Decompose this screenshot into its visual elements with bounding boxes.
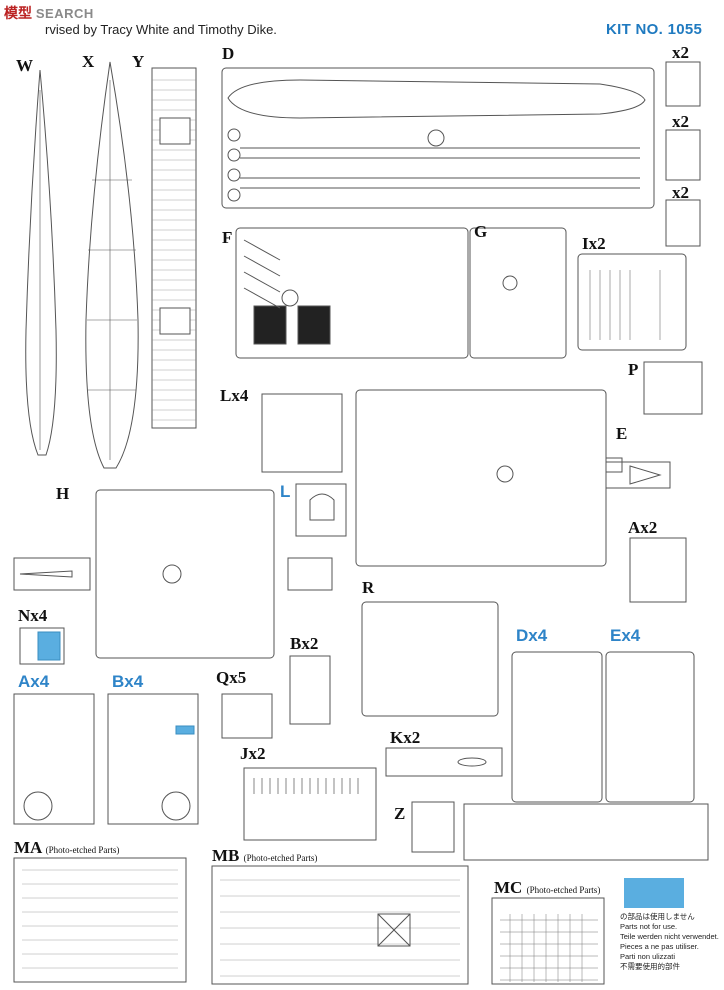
sprue-z [411,801,455,853]
label-g: G [474,222,488,241]
not-used-legend: の部品は使用しません Parts not for use. Teile werd… [620,912,719,972]
hull-x [85,61,139,469]
sprue-qx5 [221,693,273,739]
pe-mc [491,897,605,985]
pe-mb [211,865,469,985]
label-ma-sub: (Photo-etched Parts) [45,845,120,855]
sprue-i [577,253,687,351]
kit-number: KIT NO. 1055 [606,21,703,38]
label-i: Ix2 [582,234,606,253]
label-d-x2-c: x2 [672,183,689,202]
sprue-x2-b [665,129,701,181]
label-z: Z [394,804,406,823]
label-f: F [222,228,233,247]
label-ma-code: MA [14,838,42,857]
sprue-bx2 [289,655,331,725]
logo-main: 模型 [4,5,32,21]
label-r: R [362,578,375,597]
sprue-ax2 [629,537,687,603]
label-dx4: Dx4 [516,626,548,645]
label-d-x2-b: x2 [672,112,689,131]
label-p: P [628,360,639,379]
sprue-p [643,361,703,415]
label-jx2: Jx2 [240,744,266,763]
label-bx4: Bx4 [112,672,144,691]
sprue-g [469,227,567,359]
label-mc-sub: (Photo-etched Parts) [526,885,601,895]
not-used-swatch [624,878,684,908]
not-used-ja: の部品は使用しません [620,912,695,921]
sprue-h [95,489,275,659]
sprue-r [361,601,499,717]
label-ax2: Ax2 [628,518,658,537]
label-ma: MA (Photo-etched Parts) [14,838,119,858]
sprue-d [221,67,655,209]
pe-ma [13,857,187,983]
sprue-nx4 [19,627,65,665]
logo-sub: SEARCH [35,6,94,21]
label-kx2: Kx2 [390,728,421,747]
deck-y [151,67,197,429]
label-ax4: Ax4 [18,672,50,691]
sprue-ax4 [13,693,95,825]
label-mb-code: MB [212,846,240,865]
supervised-credit: rvised by Tracy White and Timothy Dike. [45,22,277,37]
sprue-f [235,227,469,359]
label-ex4: Ex4 [610,626,641,645]
sprue-l [295,483,347,537]
not-used-de: Teile werden nicht verwendet. [620,932,719,941]
label-e: E [616,424,628,443]
label-mb-sub: (Photo-etched Parts) [243,853,318,863]
label-mc-code: MC [494,878,523,897]
sprue-dx4 [511,651,603,803]
label-mc: MC (Photo-etched Parts) [494,878,600,898]
sprue-jx2 [243,767,377,841]
sprue-ex4 [605,651,695,803]
sprue-kx2 [385,747,503,777]
label-mb: MB (Photo-etched Parts) [212,846,317,866]
label-y: Y [132,52,145,71]
sprue-x2-c [665,199,701,247]
sprue-bx4 [107,693,199,825]
label-l: L [280,482,291,501]
not-used-en: Parts not for use. [620,922,678,931]
hull-w [25,69,57,456]
label-nx4: Nx4 [18,606,48,625]
label-bx2: Bx2 [290,634,319,653]
site-logo: 模型 SEARCH [4,3,94,23]
label-lx4: Lx4 [220,386,249,405]
not-used-fr: Pieces a ne pas utiliser. [620,942,699,951]
label-x: X [82,52,95,71]
label-d-x2-a: x2 [672,43,689,62]
sprue-e [355,389,607,567]
not-used-it: Parti non ulizzati [620,952,676,961]
label-w: W [16,56,33,75]
sprue-lx4 [261,393,343,473]
label-d: D [222,44,235,63]
label-qx5: Qx5 [216,668,247,687]
not-used-cn: 不需要使用的部件 [620,962,680,971]
sprue-x2-a [665,61,701,107]
label-h: H [56,484,70,503]
